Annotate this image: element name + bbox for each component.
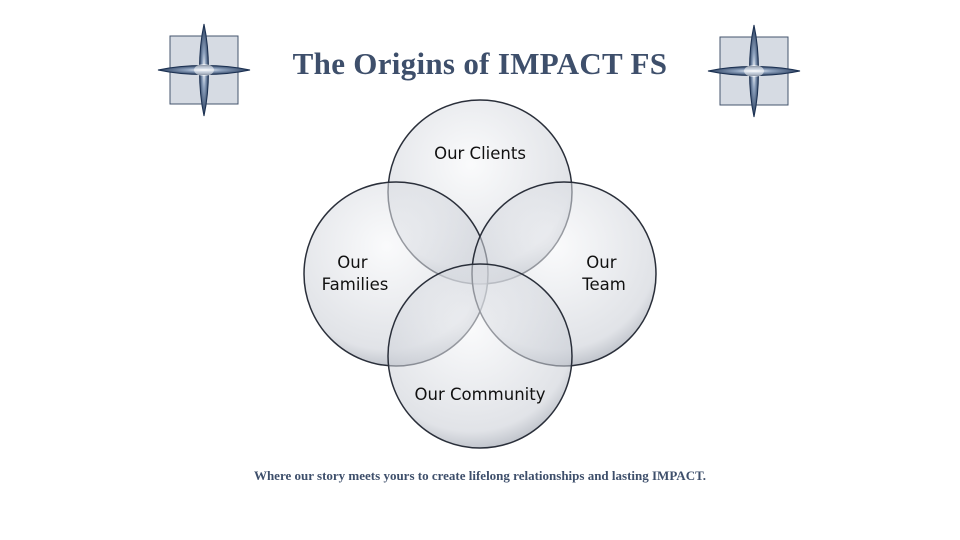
venn-label-our-team-line2: Team	[581, 275, 626, 294]
venn-label-our-families: Our Families	[322, 253, 389, 294]
venn-diagram: Our Clients Our Families Our Team Our Co…	[303, 99, 657, 449]
venn-label-our-team-line1: Our	[586, 253, 616, 272]
four-point-star-emblem-icon	[157, 23, 251, 117]
venn-label-our-families-line2: Families	[322, 275, 389, 294]
tagline: Where our story meets yours to create li…	[253, 468, 707, 483]
venn-label-our-families-line1: Our	[337, 253, 367, 272]
venn-label-our-team: Our Team	[581, 253, 626, 294]
four-point-star-emblem-icon	[707, 24, 801, 118]
venn-label-our-community: Our Community	[415, 385, 546, 404]
venn-circle-our-community	[387, 263, 573, 449]
venn-label-our-clients: Our Clients	[434, 144, 526, 163]
page-title: The Origins of IMPACT FS	[292, 46, 668, 81]
